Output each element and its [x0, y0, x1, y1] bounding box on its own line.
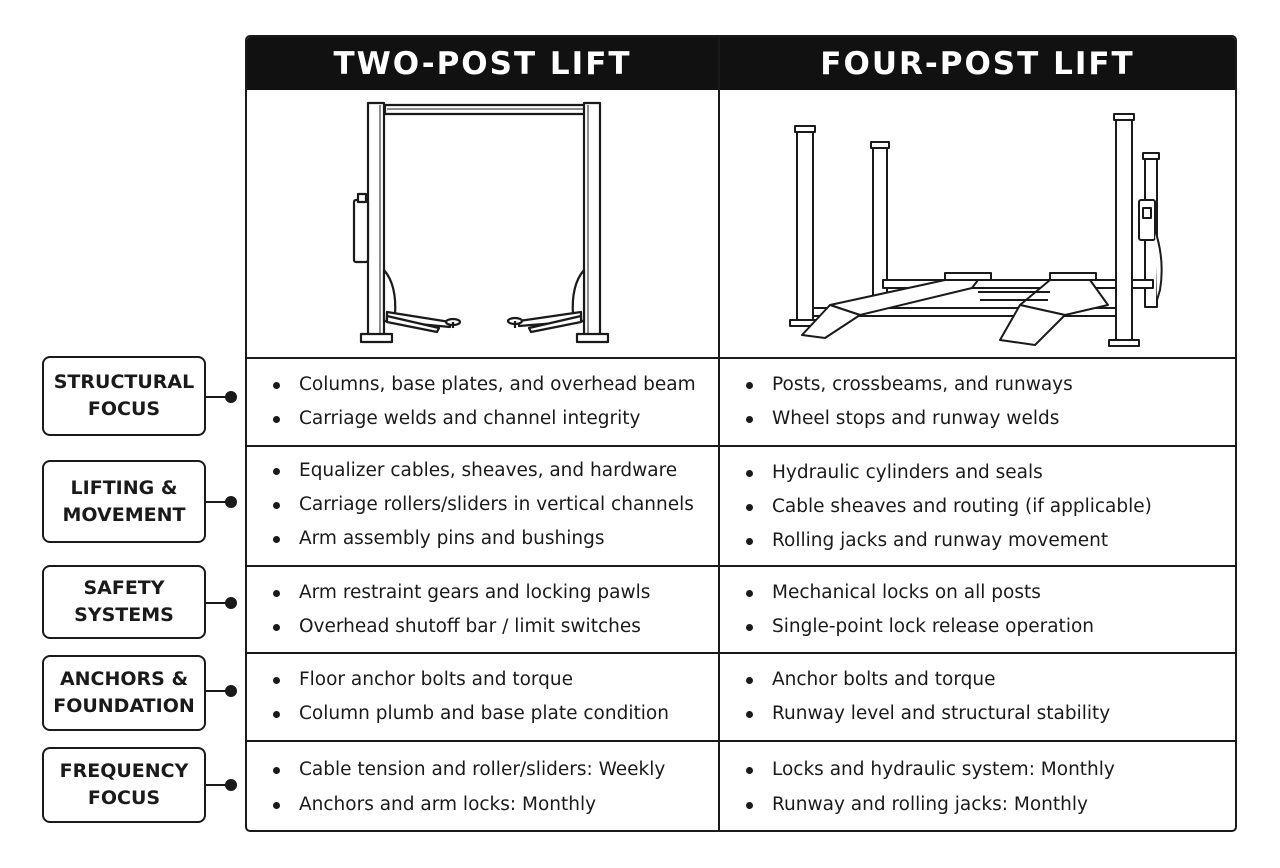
row-label-line: ANCHORS & — [59, 668, 189, 690]
four-post-anchors-cell: Anchor bolts and torque Runway level and… — [720, 654, 1235, 740]
four-post-structural-cell: Posts, crossbeams, and runways Wheel sto… — [720, 359, 1235, 445]
row-label-line: FREQUENCY — [59, 760, 189, 782]
two-post-lifting-cell: Equalizer cables, sheaves, and hardware … — [247, 447, 718, 565]
row-divider — [247, 445, 1235, 447]
four-post-safety-cell: Mechanical locks on all posts Single-poi… — [720, 567, 1235, 652]
two-post-anchors-cell: Floor anchor bolts and torque Column plu… — [247, 654, 718, 740]
list-item: Arm restraint gears and locking pawls — [272, 582, 650, 603]
row-connector — [206, 602, 232, 604]
four-post-lift-icon — [789, 113, 1163, 347]
row-divider — [247, 357, 1235, 359]
row-label-anchors-foundation: ANCHORS & FOUNDATION — [42, 655, 206, 731]
four-post-lift-illustration — [720, 90, 1235, 357]
list-item: Overhead shutoff bar / limit switches — [273, 616, 641, 637]
row-label-safety-systems: SAFETY SYSTEMS — [42, 565, 206, 639]
row-label-line: FOCUS — [87, 787, 161, 809]
two-post-safety-cell: Arm restraint gears and locking pawls Ov… — [247, 567, 718, 652]
connector-dot — [225, 391, 237, 403]
list-item: Single-point lock release operation — [746, 616, 1094, 637]
list-item: Floor anchor bolts and torque — [272, 669, 573, 690]
list-item: Equalizer cables, sheaves, and hardware — [272, 460, 677, 481]
connector-dot — [225, 597, 237, 609]
row-label-structural-focus: STRUCTURAL FOCUS — [42, 356, 206, 436]
two-post-lift-icon — [352, 101, 610, 344]
row-divider — [247, 652, 1235, 654]
row-divider — [247, 740, 1235, 742]
list-item: Anchor bolts and torque — [745, 669, 995, 690]
column-divider — [718, 37, 720, 830]
two-post-frequency-cell: Cable tension and roller/sliders: Weekly… — [247, 742, 718, 830]
row-label-line: SYSTEMS — [74, 604, 174, 626]
comparison-table: TWO-POST LIFT FOUR-POST LIFT — [245, 35, 1237, 832]
list-item: Runway level and structural stability — [745, 703, 1110, 724]
row-connector — [206, 396, 232, 398]
list-item: Anchors and arm locks: Monthly — [272, 794, 596, 815]
row-label-line: FOUNDATION — [53, 695, 195, 717]
list-item: Cable sheaves and routing (if applicable… — [746, 496, 1152, 517]
list-item: Cable tension and roller/sliders: Weekly — [272, 759, 665, 780]
connector-dot — [225, 779, 237, 791]
row-label-line: FOCUS — [87, 398, 161, 420]
list-item: Mechanical locks on all posts — [746, 582, 1041, 603]
connector-dot — [225, 685, 237, 697]
column-header-two-post: TWO-POST LIFT — [247, 37, 718, 90]
two-post-lift-illustration — [247, 90, 718, 357]
row-divider — [247, 565, 1235, 567]
two-post-structural-cell: Columns, base plates, and overhead beam … — [247, 359, 718, 445]
row-label-lifting-movement: LIFTING & MOVEMENT — [42, 460, 206, 543]
list-item: Posts, crossbeams, and runways — [746, 374, 1073, 395]
list-item: Locks and hydraulic system: Monthly — [746, 759, 1115, 780]
row-label-frequency-focus: FREQUENCY FOCUS — [42, 747, 206, 823]
four-post-frequency-cell: Locks and hydraulic system: Monthly Runw… — [720, 742, 1235, 830]
list-item: Columns, base plates, and overhead beam — [273, 374, 696, 395]
row-connector — [206, 784, 232, 786]
column-header-four-post: FOUR-POST LIFT — [720, 37, 1235, 90]
list-item: Hydraulic cylinders and seals — [746, 462, 1043, 483]
list-item: Carriage welds and channel integrity — [273, 408, 641, 429]
list-item: Wheel stops and runway welds — [745, 408, 1059, 429]
row-connector — [206, 690, 232, 692]
row-connector — [206, 501, 232, 503]
four-post-lifting-cell: Hydraulic cylinders and seals Cable shea… — [720, 447, 1235, 565]
list-item: Runway and rolling jacks: Monthly — [746, 794, 1088, 815]
connector-dot — [225, 496, 237, 508]
row-label-line: MOVEMENT — [62, 503, 186, 526]
list-item: Carriage rollers/sliders in vertical cha… — [273, 494, 694, 515]
list-item: Arm assembly pins and bushings — [272, 528, 604, 549]
list-item: Rolling jacks and runway movement — [745, 530, 1108, 551]
row-label-line: LIFTING & — [70, 476, 178, 499]
row-label-line: STRUCTURAL — [53, 371, 195, 393]
row-label-line: SAFETY — [83, 577, 165, 599]
list-item: Column plumb and base plate condition — [273, 703, 669, 724]
